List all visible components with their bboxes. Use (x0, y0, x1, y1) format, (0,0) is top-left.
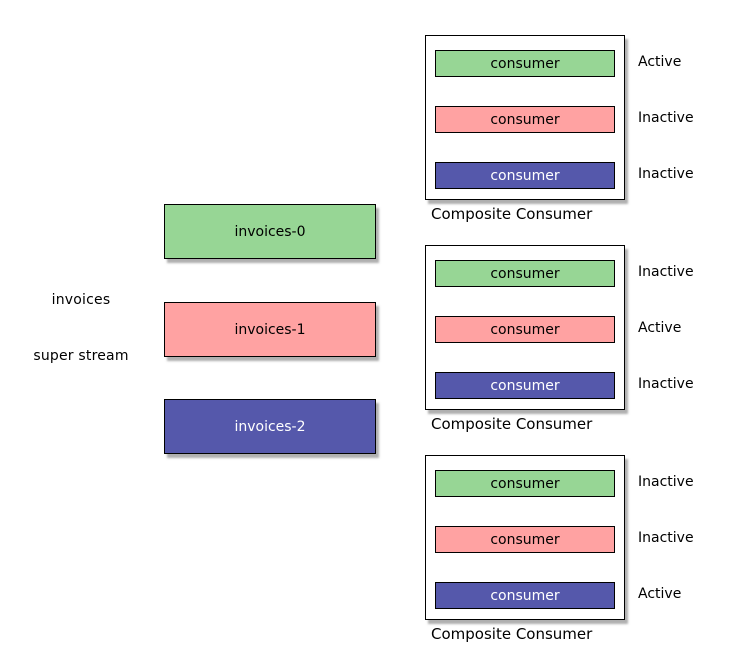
consumer-status: Active (638, 54, 682, 70)
consumer-label: consumer (490, 587, 560, 604)
consumer-box-pink: consumer (435, 526, 615, 553)
consumer-label: consumer (490, 55, 560, 72)
consumer-box-blue: consumer (435, 372, 615, 399)
composite-consumer-caption: Composite Consumer (431, 415, 593, 433)
consumer-box-blue: consumer (435, 582, 615, 609)
consumer-status: Inactive (638, 110, 694, 126)
composite-consumer-group-1: consumer consumer consumer Active Inacti… (425, 35, 725, 235)
consumer-box-green: consumer (435, 260, 615, 287)
consumer-status: Inactive (638, 376, 694, 392)
stream-type-label: super stream (33, 348, 129, 364)
consumer-box-blue: consumer (435, 162, 615, 189)
consumer-status: Active (638, 586, 682, 602)
consumer-status: Inactive (638, 264, 694, 280)
composite-consumer-caption: Composite Consumer (431, 625, 593, 643)
consumer-status: Active (638, 320, 682, 336)
consumer-label: consumer (490, 265, 560, 282)
consumer-label: consumer (490, 377, 560, 394)
consumer-status: Inactive (638, 530, 694, 546)
consumer-status: Inactive (638, 166, 694, 182)
composite-consumer-box: consumer consumer consumer (425, 455, 625, 620)
consumer-label: consumer (490, 475, 560, 492)
consumer-box-pink: consumer (435, 316, 615, 343)
consumer-box-pink: consumer (435, 106, 615, 133)
consumer-label: consumer (490, 167, 560, 184)
composite-consumer-caption: Composite Consumer (431, 205, 593, 223)
partition-label: invoices-0 (234, 223, 306, 240)
composite-consumer-box: consumer consumer consumer (425, 35, 625, 200)
composite-consumer-group-3: consumer consumer consumer Inactive Inac… (425, 455, 725, 655)
partition-label: invoices-2 (234, 418, 306, 435)
stream-name-label: invoices (51, 292, 111, 308)
composite-consumer-box: consumer consumer consumer (425, 245, 625, 410)
partition-label: invoices-1 (234, 321, 306, 338)
partition-box-invoices-0: invoices-0 (164, 204, 376, 259)
consumer-box-green: consumer (435, 470, 615, 497)
consumer-status: Inactive (638, 474, 694, 490)
partition-box-invoices-1: invoices-1 (164, 302, 376, 357)
consumer-label: consumer (490, 111, 560, 128)
consumer-label: consumer (490, 531, 560, 548)
partition-box-invoices-2: invoices-2 (164, 399, 376, 454)
composite-consumer-group-2: consumer consumer consumer Inactive Acti… (425, 245, 725, 445)
consumer-box-green: consumer (435, 50, 615, 77)
consumer-label: consumer (490, 321, 560, 338)
